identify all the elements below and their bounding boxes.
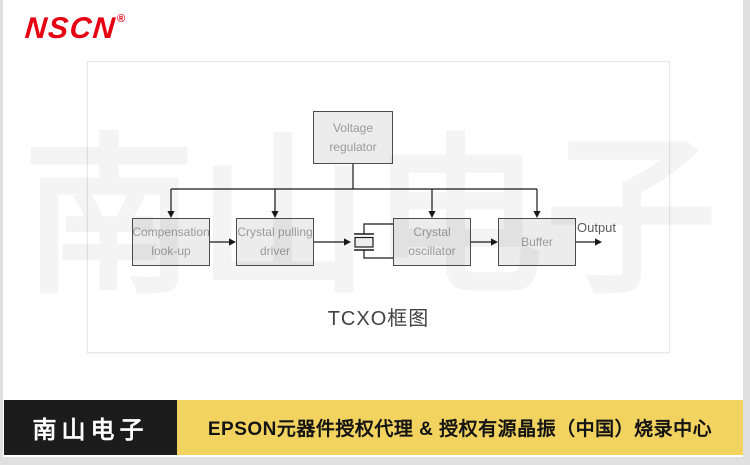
arrowhead-down-oscillator: [428, 211, 436, 218]
connector-crystal-loop-bottom: [363, 250, 393, 259]
footer-brand-text: 南山电子: [32, 417, 149, 444]
arrowhead-down-compensation: [167, 211, 175, 218]
box-voltage-regulator-line1: Voltage: [332, 120, 374, 135]
box-compensation-lookup-line1: Compensation: [132, 225, 210, 239]
box-crystal-pulling-driver-line2: driver: [259, 244, 290, 258]
box-voltage-regulator: Voltage regulator: [313, 111, 393, 164]
arrowhead-down-buffer: [533, 211, 541, 218]
box-compensation-lookup-line2: look-up: [151, 244, 191, 258]
box-crystal-pulling-driver-line1: Crystal pulling: [237, 225, 313, 239]
arrowhead-osc-to-buffer: [491, 238, 498, 246]
box-buffer: Buffer: [498, 218, 576, 266]
footer-brand: 南山电子: [4, 400, 177, 455]
crystal-resonator-icon: [354, 236, 374, 248]
box-buffer-line1: Buffer: [521, 234, 553, 249]
arrowhead-output: [595, 238, 602, 246]
footer-tagline-text: EPSON元器件授权代理 & 授权有源晶振（中国）烧录中心: [207, 419, 713, 440]
arrowhead-driver-to-crystal: [344, 238, 351, 246]
page: NSCN®: [3, 0, 743, 457]
arrowhead-down-driver: [271, 211, 279, 218]
box-voltage-regulator-line2: regulator: [329, 139, 377, 154]
registered-trademark-icon: ®: [117, 13, 126, 25]
box-crystal-oscillator-line2: oscillator: [408, 244, 456, 258]
nscn-logo[interactable]: NSCN®: [23, 12, 126, 48]
arrowhead-comp-to-driver: [229, 238, 236, 246]
box-crystal-oscillator: Crystal oscillator: [393, 218, 471, 266]
footer-tagline: EPSON元器件授权代理 & 授权有源晶振（中国）烧录中心: [177, 400, 743, 455]
diagram-caption: TCXO框图: [327, 308, 430, 330]
connector-crystal-loop-top: [363, 223, 393, 234]
diagram-connector-lines: [167, 164, 602, 259]
box-crystal-oscillator-line1: Crystal: [413, 225, 451, 239]
footer-banner: 南山电子 EPSON元器件授权代理 & 授权有源晶振（中国）烧录中心: [4, 400, 743, 455]
diagram-card: Voltage regulator Compensation look-up C…: [87, 61, 670, 353]
box-crystal-pulling-driver: Crystal pulling driver: [236, 218, 314, 266]
box-compensation-lookup: Compensation look-up: [132, 218, 210, 266]
output-label: Output: [577, 220, 617, 235]
nscn-logo-text: NSCN: [23, 12, 118, 45]
